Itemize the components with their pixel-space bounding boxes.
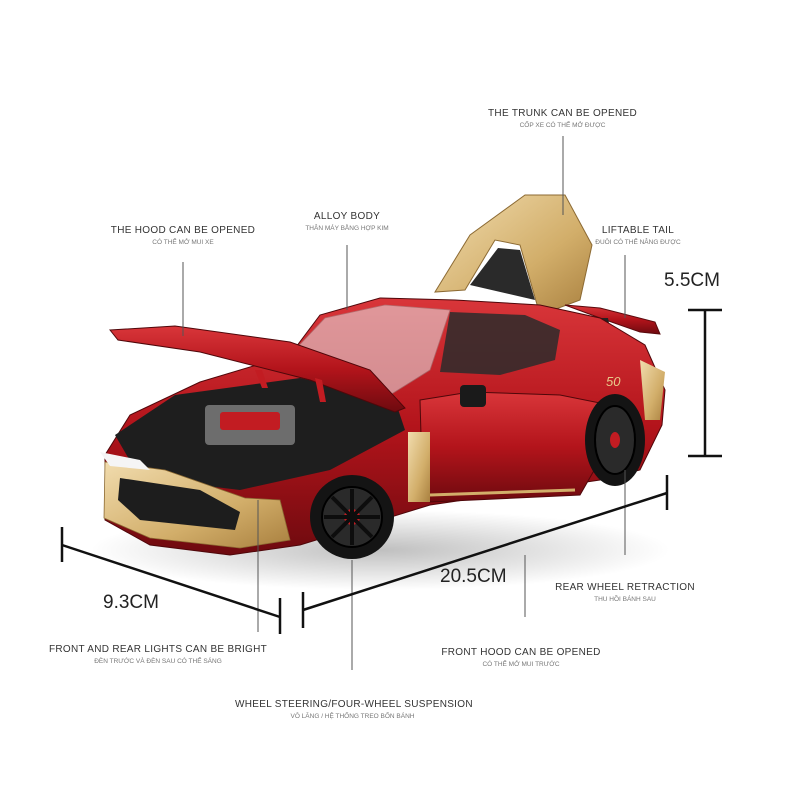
open-trunk-lid [434, 194, 593, 316]
side-window [440, 312, 560, 375]
callout-front-hood-title: FRONT HOOD CAN BE OPENED [441, 647, 601, 658]
callout-front-hood-subtitle: CÓ THỂ MỞ MUI TRƯỚC [482, 661, 560, 668]
car-badge: 50 [606, 374, 621, 389]
open-hood [109, 325, 406, 413]
callout-tail-subtitle: ĐUÔI CÓ THỂ NÂNG ĐƯỢC [595, 239, 681, 246]
callout-hood-subtitle: CÓ THỂ MỞ MUI XE [152, 239, 214, 246]
engine-cover [220, 412, 280, 430]
callout-rear-wheel-title: REAR WHEEL RETRACTION [555, 582, 695, 593]
open-door [419, 391, 611, 503]
callout-lines [182, 136, 626, 670]
callout-alloy-subtitle: THÂN MÁY BẰNG HỢP KIM [305, 225, 389, 232]
dimension-lines [60, 308, 722, 634]
callout-hood-title: THE HOOD CAN BE OPENED [110, 225, 256, 236]
callout-hood: THE HOOD CAN BE OPENED CÓ THỂ MỞ MUI XE [103, 225, 263, 246]
callout-steering: WHEEL STEERING/FOUR-WHEEL SUSPENSION VÔ … [235, 699, 473, 720]
hood-strut-left [255, 370, 268, 388]
headlight [100, 452, 150, 470]
callout-alloy-title: ALLOY BODY [313, 211, 381, 222]
callout-lights-subtitle: ĐÈN TRƯỚC VÀ ĐÈN SAU CÓ THỂ SÁNG [94, 658, 222, 665]
rear-gold-stripe [640, 360, 665, 420]
dimension-height: 5.5CM [664, 270, 720, 291]
side-mirror [460, 385, 486, 407]
callout-alloy: ALLOY BODY THÂN MÁY BẰNG HỢP KIM [290, 211, 404, 232]
callout-front-hood: FRONT HOOD CAN BE OPENED CÓ THỂ MỞ MUI T… [440, 647, 602, 668]
trunk-inner [470, 248, 535, 300]
dimension-length: 20.5CM [440, 566, 507, 587]
dimension-width: 9.3CM [103, 592, 159, 613]
door-gold-stripe [429, 488, 576, 497]
callout-tail-title: LIFTABLE TAIL [601, 225, 675, 236]
callout-lights: FRONT AND REAR LIGHTS CAN BE BRIGHT ĐÈN … [48, 644, 268, 665]
callout-trunk-title: THE TRUNK CAN BE OPENED [488, 108, 637, 119]
hood-strut-right [315, 378, 326, 402]
callout-steering-subtitle: VÔ LĂNG / HỆ THỐNG TREO BỐN BÁNH [290, 713, 415, 720]
front-grille [118, 478, 240, 530]
side-gold-panel [408, 432, 430, 502]
callout-trunk-subtitle: CỐP XE CÓ THỂ MỞ ĐƯỢC [519, 122, 606, 129]
callout-steering-title: WHEEL STEERING/FOUR-WHEEL SUSPENSION [235, 699, 473, 710]
callout-trunk: THE TRUNK CAN BE OPENED CỐP XE CÓ THỂ MỞ… [480, 108, 645, 129]
callout-rear-wheel-subtitle: THU HỒI BÁNH SAU [594, 596, 656, 603]
callout-rear-wheel: REAR WHEEL RETRACTION THU HỒI BÁNH SAU [555, 582, 695, 603]
callout-tail: LIFTABLE TAIL ĐUÔI CÓ THỂ NÂNG ĐƯỢC [583, 225, 693, 246]
callout-lights-title: FRONT AND REAR LIGHTS CAN BE BRIGHT [48, 644, 268, 655]
front-wheel [310, 475, 394, 559]
rear-wheel [585, 394, 645, 486]
